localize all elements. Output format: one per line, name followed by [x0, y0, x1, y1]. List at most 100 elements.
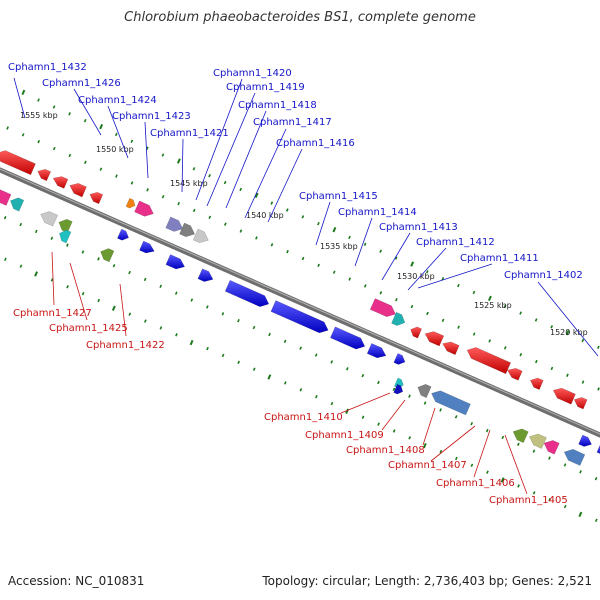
feature-block [100, 248, 115, 263]
gene-label[interactable]: Cphamn1_1421 [150, 128, 229, 139]
scale-tick [408, 394, 411, 398]
leader-line [422, 407, 436, 446]
reverse-gene [573, 397, 588, 410]
gene-label[interactable]: Cphamn1_1424 [78, 95, 157, 106]
gene-label[interactable]: Cphamn1_1411 [460, 253, 539, 264]
scale-tick [66, 243, 69, 247]
forward-gene [165, 254, 185, 270]
scale-tick [470, 463, 474, 468]
gene-label[interactable]: Cphamn1_1417 [253, 117, 332, 128]
leader-line [107, 105, 129, 159]
gene-label[interactable]: Cphamn1_1418 [238, 100, 317, 111]
reverse-gene [410, 326, 423, 339]
scale-tick [487, 295, 492, 302]
gene-label[interactable]: Cphamn1_1419 [226, 82, 305, 93]
reverse-gene [529, 377, 544, 390]
scale-tick [19, 264, 23, 268]
scale-tick [146, 146, 149, 150]
gene-label[interactable]: Cphamn1_1406 [436, 478, 515, 489]
scale-tick [363, 284, 367, 288]
gene-label[interactable]: Cphamn1_1427 [13, 308, 92, 319]
scale-tick [206, 346, 209, 351]
scale-tick [68, 153, 72, 158]
gene-label[interactable]: Cphamn1_1405 [489, 495, 568, 506]
scale-tick [441, 318, 445, 323]
gene-label[interactable]: Cphamn1_1426 [42, 78, 121, 89]
gene-label[interactable]: Cphamn1_1410 [264, 412, 343, 423]
feature-block [417, 384, 432, 399]
leader-line [267, 148, 303, 223]
scale-label: 1555 kbp [20, 111, 58, 120]
leader-line [69, 262, 88, 321]
scale-tick [594, 476, 598, 481]
scale-tick [143, 277, 147, 282]
scale-tick [223, 180, 227, 185]
scale-tick [283, 339, 287, 343]
scale-tick [97, 298, 101, 303]
scale-tick [130, 181, 134, 185]
scale-tick [472, 332, 476, 336]
scale-tick [161, 153, 165, 157]
gene-features[interactable] [0, 150, 600, 466]
scale-tick [52, 146, 56, 151]
scale-tick [519, 352, 523, 357]
gene-label[interactable]: Cphamn1_1425 [49, 323, 128, 334]
scale-tick [111, 305, 116, 311]
scale-tick [579, 470, 582, 474]
scale-tick [130, 139, 134, 144]
feature-block [391, 311, 406, 326]
gene-label[interactable]: Cphamn1_1402 [504, 270, 583, 281]
scale-tick [68, 112, 71, 116]
gene-label[interactable]: Cphamn1_1409 [305, 430, 384, 441]
forward-gene [330, 326, 366, 350]
scale-tick [470, 422, 474, 426]
leader-line [119, 283, 127, 337]
gene-label[interactable]: Cphamn1_1414 [338, 207, 417, 218]
gene-label[interactable]: Cphamn1_1408 [346, 445, 425, 456]
scale-tick [270, 243, 274, 247]
gene-label[interactable]: Cphamn1_1413 [379, 222, 458, 233]
scale-tick [426, 311, 429, 316]
feature-block [58, 218, 73, 233]
gene-label[interactable]: Cphamn1_1422 [86, 340, 165, 351]
map-title: Chlorobium phaeobacteroides BS1, complet… [124, 10, 476, 25]
leader-line [537, 281, 599, 357]
gene-label[interactable]: Cphamn1_1412 [416, 237, 495, 248]
gene-label[interactable]: Cphamn1_1423 [112, 111, 191, 122]
feature-block [543, 440, 560, 455]
scale-tick [581, 380, 585, 384]
scale-tick [83, 119, 87, 123]
gene-label[interactable]: Cphamn1_1420 [213, 68, 292, 79]
gene-label[interactable]: Cphamn1_1415 [299, 191, 378, 202]
feature-block [192, 228, 209, 244]
forward-gene-labels: Cphamn1_1432 Cphamn1_1426 Cphamn1_1424 C… [8, 62, 583, 281]
scale-tick [208, 215, 212, 219]
leader-line [381, 399, 406, 431]
scale-tick [52, 105, 56, 109]
gene-label[interactable]: Cphamn1_1416 [276, 138, 355, 149]
leader-line [407, 247, 447, 291]
scale-tick [534, 318, 538, 322]
scale-tick [3, 215, 7, 220]
forward-gene [197, 268, 214, 282]
forward-gene [117, 228, 129, 241]
scale-tick [348, 277, 352, 281]
gene-label[interactable]: Cphamn1_1407 [388, 460, 467, 471]
gene-label[interactable]: Cphamn1_1432 [8, 62, 87, 73]
scale-tick [425, 270, 429, 274]
scale-tick [550, 366, 554, 371]
scale-tick [299, 346, 302, 350]
scale-tick [299, 388, 303, 392]
forward-gene [596, 444, 600, 454]
scale-tick [206, 305, 209, 309]
reverse-gene [69, 183, 87, 198]
scale-tick [330, 360, 334, 364]
scale-tick [252, 325, 256, 330]
scale-tick [112, 264, 116, 268]
scale-tick [128, 312, 132, 316]
scale-tick [66, 285, 69, 289]
scale-tick [486, 470, 489, 474]
scale-tick [472, 290, 476, 295]
scale-tick [594, 518, 598, 522]
